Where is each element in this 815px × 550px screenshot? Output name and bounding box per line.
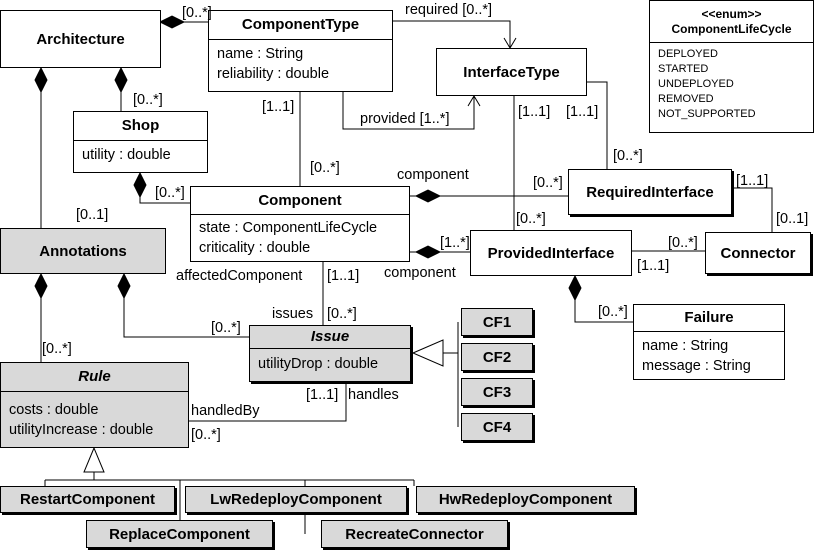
class-component-type: ComponentType name : String reliability … xyxy=(208,10,393,92)
class-annotations: Annotations xyxy=(0,228,166,274)
multiplicity-label: [1..*] xyxy=(440,235,470,251)
attribute: utility : double xyxy=(82,147,171,163)
class-hw-redeploy-component: HwRedeployComponent xyxy=(416,486,635,513)
class-shop-name: Shop xyxy=(121,117,160,134)
multiplicity-label: [0..*] xyxy=(533,175,563,191)
multiplicity-label: [0..*] xyxy=(133,92,163,108)
enum-literal: REMOVED xyxy=(658,93,714,105)
multiplicity-label: [0..*] xyxy=(613,148,643,164)
role-label: handles xyxy=(348,387,399,403)
enum-literal: NOT_SUPPORTED xyxy=(658,108,756,120)
multiplicity-label: [1..1] xyxy=(306,387,339,403)
class-cf2-name: CF2 xyxy=(482,348,512,366)
class-required-interface-name: RequiredInterface xyxy=(586,183,714,201)
class-component-name: Component xyxy=(258,192,342,209)
multiplicity-label: [0..*] xyxy=(155,185,185,201)
attribute: message : String xyxy=(642,358,751,374)
enum-literal: DEPLOYED xyxy=(658,48,718,60)
class-shop-attributes: utility : double xyxy=(74,140,207,168)
class-failure-attributes: name : String message : String xyxy=(634,331,784,379)
class-architecture-name: Architecture xyxy=(36,30,125,48)
class-cf1-name: CF1 xyxy=(482,313,512,331)
class-required-interface: RequiredInterface xyxy=(568,169,732,215)
attribute: utilityIncrease : double xyxy=(9,422,154,438)
enum-literals: DEPLOYED STARTED UNDEPLOYED REMOVED NOT_… xyxy=(650,42,813,126)
class-component-type-attributes: name : String reliability : double xyxy=(209,39,392,87)
class-issue-attributes: utilityDrop : double xyxy=(250,348,410,377)
attribute: costs : double xyxy=(9,402,99,418)
class-rule-attributes: costs : double utilityIncrease : double xyxy=(1,391,188,443)
class-architecture: Architecture xyxy=(0,10,161,68)
class-annotations-name: Annotations xyxy=(39,242,127,260)
multiplicity-label: [1..1] xyxy=(566,104,599,120)
role-label: required [0..*] xyxy=(405,2,493,18)
class-issue-name: Issue xyxy=(310,328,350,345)
class-component: Component state : ComponentLifeCycle cri… xyxy=(190,186,410,262)
class-component-type-name: ComponentType xyxy=(241,16,360,33)
class-interface-type: InterfaceType xyxy=(436,48,587,96)
multiplicity-label: [1..1] xyxy=(262,99,295,115)
role-label: affectedComponent xyxy=(176,268,303,284)
class-restart-component-name: RestartComponent xyxy=(19,491,155,508)
class-cf3-name: CF3 xyxy=(482,383,512,401)
attribute: reliability : double xyxy=(217,66,330,82)
class-lw-redeploy-component-name: LwRedeployComponent xyxy=(210,491,382,508)
class-replace-component-name: ReplaceComponent xyxy=(109,525,250,543)
class-issue: Issue utilityDrop : double xyxy=(249,325,411,382)
class-cf4: CF4 xyxy=(461,413,533,441)
multiplicity-label: [0..*] xyxy=(598,304,628,320)
class-cf1: CF1 xyxy=(461,308,533,336)
multiplicity-label: [0..*] xyxy=(327,306,357,322)
multiplicity-label: [1..1] xyxy=(518,104,551,120)
class-provided-interface-name: ProvidedInterface xyxy=(487,244,615,262)
attribute: utilityDrop : double xyxy=(258,356,379,372)
attribute: name : String xyxy=(642,338,729,354)
attribute: name : String xyxy=(217,46,304,62)
class-recreate-connector-name: RecreateConnector xyxy=(345,525,484,543)
multiplicity-label: [0..1] xyxy=(776,211,809,227)
multiplicity-label: [0..*] xyxy=(516,211,546,227)
role-label: component xyxy=(384,265,456,281)
attribute: state : ComponentLifeCycle xyxy=(199,220,378,236)
class-interface-type-name: InterfaceType xyxy=(463,63,560,81)
class-rule: Rule costs : double utilityIncrease : do… xyxy=(0,362,189,448)
multiplicity-label: [0..*] xyxy=(211,320,241,336)
role-label: issues xyxy=(272,306,314,322)
class-failure: Failure name : String message : String xyxy=(633,304,785,380)
multiplicity-label: [1..1] xyxy=(736,173,769,189)
class-component-attributes: state : ComponentLifeCycle criticality :… xyxy=(191,214,409,261)
class-cf2: CF2 xyxy=(461,343,533,371)
class-restart-component: RestartComponent xyxy=(0,486,175,513)
enum-stereotype: <<enum>> xyxy=(701,7,762,21)
class-recreate-connector: RecreateConnector xyxy=(321,520,508,548)
multiplicity-label: [0..*] xyxy=(182,5,212,21)
multiplicity-label: [0..*] xyxy=(42,341,72,357)
multiplicity-label: [1..1] xyxy=(327,268,360,284)
multiplicity-label: [0..*] xyxy=(668,235,698,251)
class-hw-redeploy-component-name: HwRedeployComponent xyxy=(438,491,613,508)
role-label: provided [1..*] xyxy=(360,111,450,127)
enum-name: ComponentLifeCycle xyxy=(671,22,792,36)
multiplicity-label: [0..1] xyxy=(76,207,109,223)
class-rule-name: Rule xyxy=(78,368,111,385)
multiplicity-label: [1..1] xyxy=(637,258,670,274)
enum-component-lifecycle: <<enum>> ComponentLifeCycle DEPLOYED STA… xyxy=(649,0,814,133)
class-connector-name: Connector xyxy=(720,244,796,262)
role-label: handledBy xyxy=(191,403,260,419)
role-label: component xyxy=(397,167,469,183)
enum-literal: STARTED xyxy=(658,63,709,75)
multiplicity-label: [0..*] xyxy=(310,160,340,176)
enum-literal: UNDEPLOYED xyxy=(658,78,734,90)
attribute: criticality : double xyxy=(199,240,311,256)
class-failure-name: Failure xyxy=(684,309,734,326)
class-cf3: CF3 xyxy=(461,378,533,406)
class-provided-interface: ProvidedInterface xyxy=(470,230,632,276)
class-lw-redeploy-component: LwRedeployComponent xyxy=(185,486,407,513)
class-replace-component: ReplaceComponent xyxy=(86,520,273,548)
class-connector: Connector xyxy=(705,232,811,274)
class-cf4-name: CF4 xyxy=(482,418,512,436)
class-shop: Shop utility : double xyxy=(73,111,208,173)
multiplicity-label: [0..*] xyxy=(191,427,221,443)
